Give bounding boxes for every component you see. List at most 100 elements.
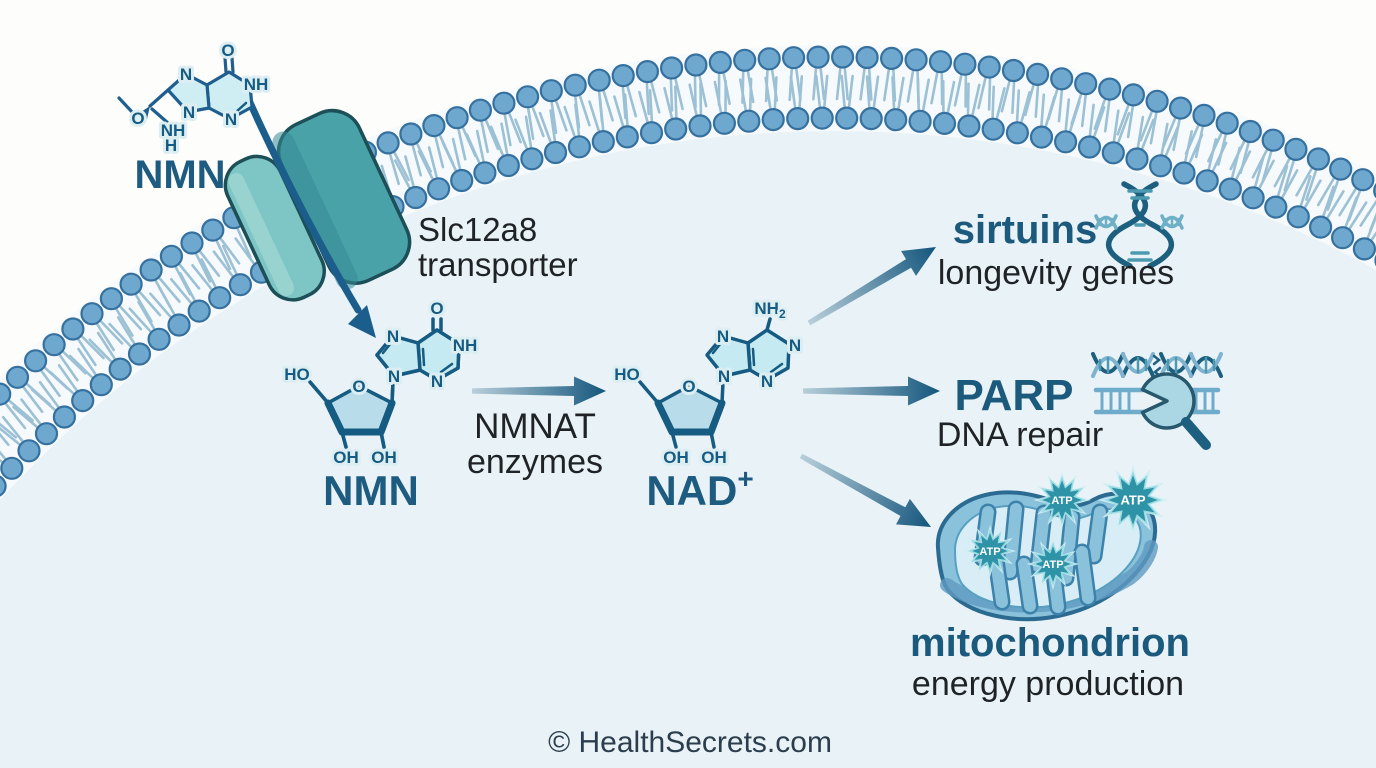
lipid-tail [531,106,545,138]
lipid-head [208,286,232,310]
lipid-tail [1117,112,1131,143]
atom-label: NH [453,336,478,355]
lipid-tail [1283,160,1295,192]
atom-label: N [717,327,729,346]
lipid-tail [1273,158,1291,188]
atom-label: OH [371,448,397,467]
lipid-head [908,109,932,133]
lipid-tail [578,95,591,127]
lipid-tail [1348,201,1368,230]
lipid-tail [411,144,423,177]
lipid-tail [1034,85,1040,118]
lipid-tail [953,74,963,107]
lipid-head [1005,121,1030,145]
lipid-tail [1057,89,1064,123]
lipid-head [422,113,446,138]
atom-label: HO [284,365,310,384]
outer-nmn-molecule: O NH N N N O NH H [117,38,271,158]
transporter-highlight [228,172,295,296]
lipid-tail [417,150,434,180]
lipid-tail [1258,159,1275,189]
slc12a8-transporter [223,108,412,302]
lipid-tail [119,305,143,331]
lipid-tail [748,77,753,111]
nad-label-sup: + [737,463,753,494]
sirtuins-title: sirtuins [953,208,1097,252]
lipid-tail [158,277,181,303]
crista [1018,558,1036,612]
atom-label: N [388,367,400,386]
lipid-tail [738,78,747,111]
atom-label: HO [614,365,640,384]
mitochondrion-title: mitochondrion [910,621,1190,665]
lipid-tail [1304,179,1322,209]
lipid-head [80,302,104,326]
lipid-tail [503,114,512,147]
lipid-tail [563,105,576,137]
lipid-head [635,59,660,84]
lipid-head [611,63,635,88]
lipid-tail [1188,133,1204,164]
lipid-tail [62,350,87,375]
lipid-tail [1207,138,1218,170]
atp-burst: ATP [1026,537,1080,591]
lipid-tail [1251,149,1268,179]
lipid-tail [500,122,509,155]
lipid-tail [219,237,241,265]
atom-label: N [225,110,237,129]
atom-label: O [430,299,443,318]
lipid-tail [1295,167,1313,197]
atom-label: O [131,109,144,128]
lipid-head [1195,169,1219,193]
lipid-head [492,91,516,115]
lipid-head [376,131,400,155]
lipid-head [187,299,211,323]
lipid-tail [1162,117,1177,149]
lipid-head [1053,130,1078,154]
crista [1088,506,1106,562]
lipid-tail [5,403,27,430]
nad-label: NAD+ [646,463,753,514]
dna-repair-icon [1091,352,1223,450]
lipid-tail [1088,103,1095,137]
lipid-tail [688,83,698,116]
magnifier-handle [1181,417,1211,450]
lipid-head [879,46,904,71]
lipid-head [859,106,883,131]
inner-nmn-molecule: HO O OH OH N N O NH N [281,296,480,470]
atom-label: OH [663,448,689,467]
lipid-head [1306,147,1331,171]
lipid-tail [1103,100,1111,133]
lipid-tail [1020,91,1031,123]
lipid-tail [588,100,600,132]
lipid-tail [465,133,481,164]
lipid-tail [457,128,467,161]
lipid-tail [645,82,651,116]
lipid-tail [835,67,842,101]
lipid-head [688,114,712,138]
lipid-tail [199,250,221,278]
lipid-tail [1044,95,1056,127]
lipid-tail [234,237,255,265]
lipid-head [539,79,563,103]
lipid-tail [906,70,915,103]
lipid-head [1284,137,1308,161]
lipid-tail [977,77,987,110]
arrow-to-mitochondrion [799,453,931,527]
lipid-head [61,317,85,341]
lipid-tail [623,93,629,126]
lipid-head [1218,177,1242,201]
lipid-tail [897,76,905,110]
lipid-head [884,108,908,132]
lipid-head [52,405,77,429]
lipid-tail [812,67,818,101]
lipid-head [99,287,124,311]
lipid-tail [1299,175,1312,207]
lipid-tail [116,316,136,345]
lipid-tail [991,85,996,119]
lipid-tail [393,159,411,189]
lipid-tail [1370,231,1376,241]
lipid-tail [1281,169,1299,199]
atp-burst: ATP [963,524,1017,578]
lipid-tail [57,364,78,392]
